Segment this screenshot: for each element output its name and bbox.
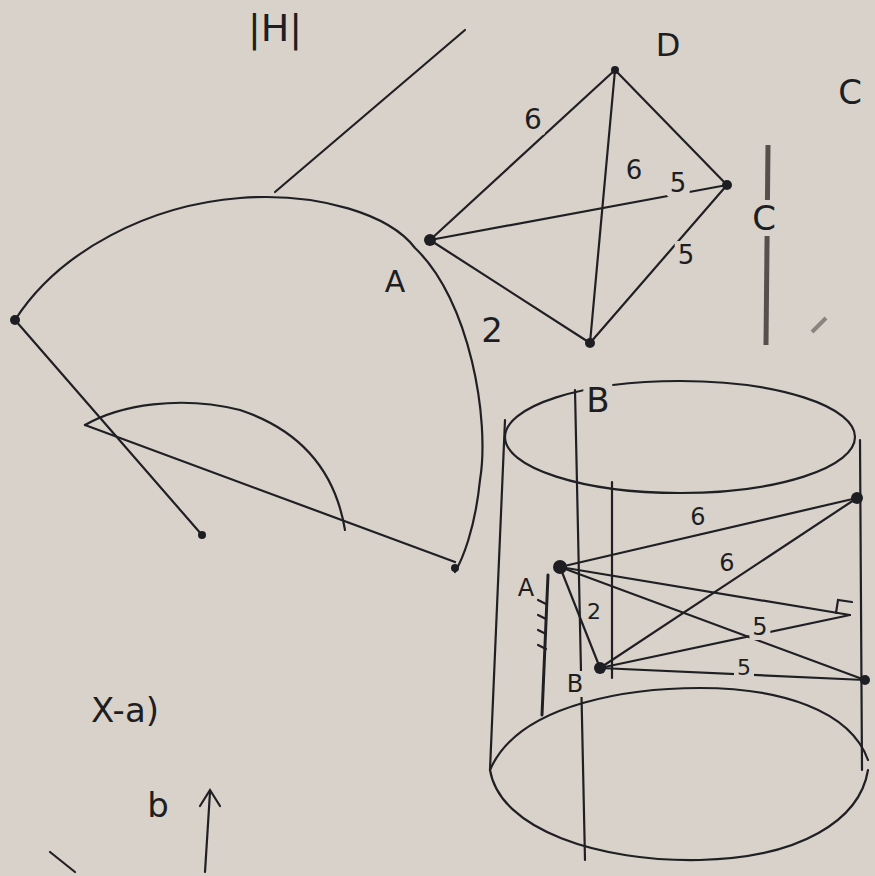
point (860, 675, 870, 685)
handwritten-label: 2 (584, 600, 604, 624)
edge-line (430, 70, 615, 240)
handwritten-label: D (653, 28, 684, 62)
handwritten-label: 5 (667, 169, 690, 197)
point (851, 492, 863, 504)
point (198, 531, 206, 539)
cylinder-line (611, 482, 613, 678)
dome-outline (15, 197, 482, 572)
handwritten-label: 5 (675, 241, 698, 269)
cylinder-bottom (490, 770, 868, 860)
point (451, 564, 459, 572)
segment (600, 615, 850, 668)
cylinder-bottom (490, 688, 868, 770)
stroke-line (85, 425, 455, 562)
marker-smudge (812, 318, 826, 332)
cylinder-side (490, 420, 505, 770)
handwritten-label: A (515, 575, 537, 601)
stroke-line (50, 852, 75, 872)
handwritten-label: C (749, 200, 779, 236)
handwritten-label: b (144, 787, 172, 823)
point (594, 662, 606, 674)
handwritten-label: 6 (623, 156, 646, 184)
inner-arc (85, 403, 345, 530)
segment (560, 567, 865, 680)
point (585, 338, 595, 348)
stroke-line (275, 30, 465, 192)
point (424, 234, 436, 246)
handwritten-label: 6 (716, 550, 737, 576)
points (10, 66, 870, 685)
handwritten-label: 6 (687, 504, 708, 530)
stroke-line (15, 320, 202, 535)
right-angle-mark (836, 600, 852, 613)
handwritten-label: A (382, 266, 409, 298)
handwritten-label: B (583, 382, 612, 418)
point (722, 180, 732, 190)
point (611, 66, 619, 74)
hatch-marks (538, 600, 546, 649)
edge-line (590, 185, 727, 343)
segment (600, 668, 865, 680)
edge-line (430, 240, 590, 343)
cylinder-side (860, 440, 862, 770)
segment (600, 498, 857, 668)
handwritten-label: B (564, 671, 586, 697)
edge-line (615, 70, 727, 185)
cylinder-top (505, 381, 855, 493)
handwritten-label: |H| (245, 8, 305, 48)
handwritten-label: 2 (478, 312, 506, 348)
hatch-line (542, 575, 548, 715)
segment (560, 498, 857, 567)
handwritten-label: 5 (734, 656, 754, 680)
handwritten-label: C (835, 74, 865, 110)
ink (15, 30, 868, 872)
handwritten-label: 6 (521, 105, 545, 135)
marker-smudge (766, 145, 768, 345)
point (10, 315, 20, 325)
handwritten-label: 5 (749, 614, 770, 640)
handwritten-label: X-a) (88, 692, 162, 728)
point (553, 560, 567, 574)
arrow-shaft (205, 792, 210, 872)
arrow-head (200, 790, 220, 806)
